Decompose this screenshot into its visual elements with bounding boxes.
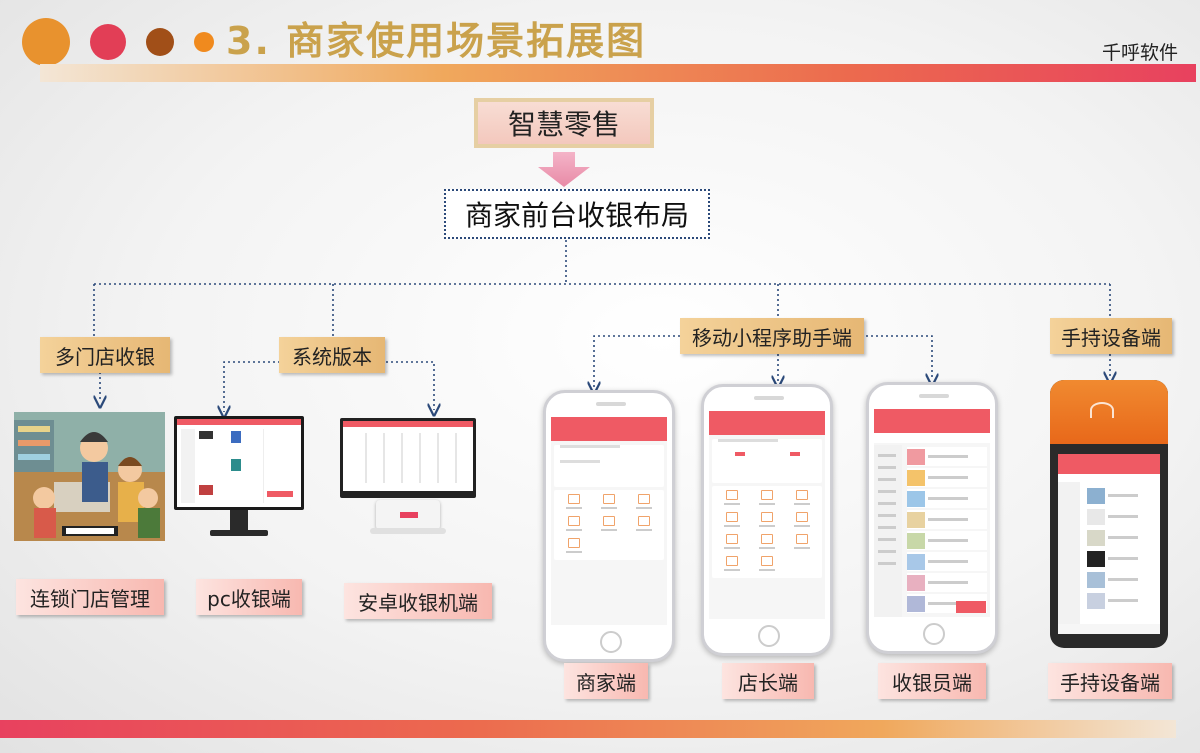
tag-handheld: 手持设备端 xyxy=(1050,318,1172,354)
label-chain-store: 连锁门店管理 xyxy=(16,579,164,615)
phone-cashier xyxy=(866,382,998,654)
page-title: 3. 商家使用场景拓展图 xyxy=(226,19,647,63)
decor-dot-3 xyxy=(146,28,174,56)
label-merchant: 商家端 xyxy=(564,663,648,699)
phone-manager xyxy=(701,384,833,656)
store-scene-image xyxy=(14,412,165,541)
label-manager: 店长端 xyxy=(722,663,814,699)
label-pc: pc收银端 xyxy=(196,579,302,615)
handheld-device-image xyxy=(1050,380,1168,648)
checkout-layout-box: 商家前台收银布局 xyxy=(444,189,710,239)
label-handheld: 手持设备端 xyxy=(1048,663,1172,699)
smart-retail-box: 智慧零售 xyxy=(474,98,654,148)
label-cashier: 收银员端 xyxy=(878,663,986,699)
header-bar xyxy=(40,64,1196,82)
decor-dot-4 xyxy=(194,32,214,52)
label-android: 安卓收银机端 xyxy=(344,583,492,619)
footer-bar xyxy=(0,720,1176,738)
brand-name: 千呼软件 xyxy=(1101,42,1178,64)
tag-mini-program: 移动小程序助手端 xyxy=(680,318,864,354)
phone-merchant xyxy=(543,390,675,662)
decor-dot-2 xyxy=(90,24,126,60)
decor-dot-1 xyxy=(22,18,70,66)
down-arrow-icon xyxy=(538,152,590,187)
android-pos-image xyxy=(340,418,476,538)
pc-monitor-image xyxy=(174,416,304,540)
tag-multi-store: 多门店收银 xyxy=(40,337,170,373)
tag-system-version: 系统版本 xyxy=(279,337,385,373)
